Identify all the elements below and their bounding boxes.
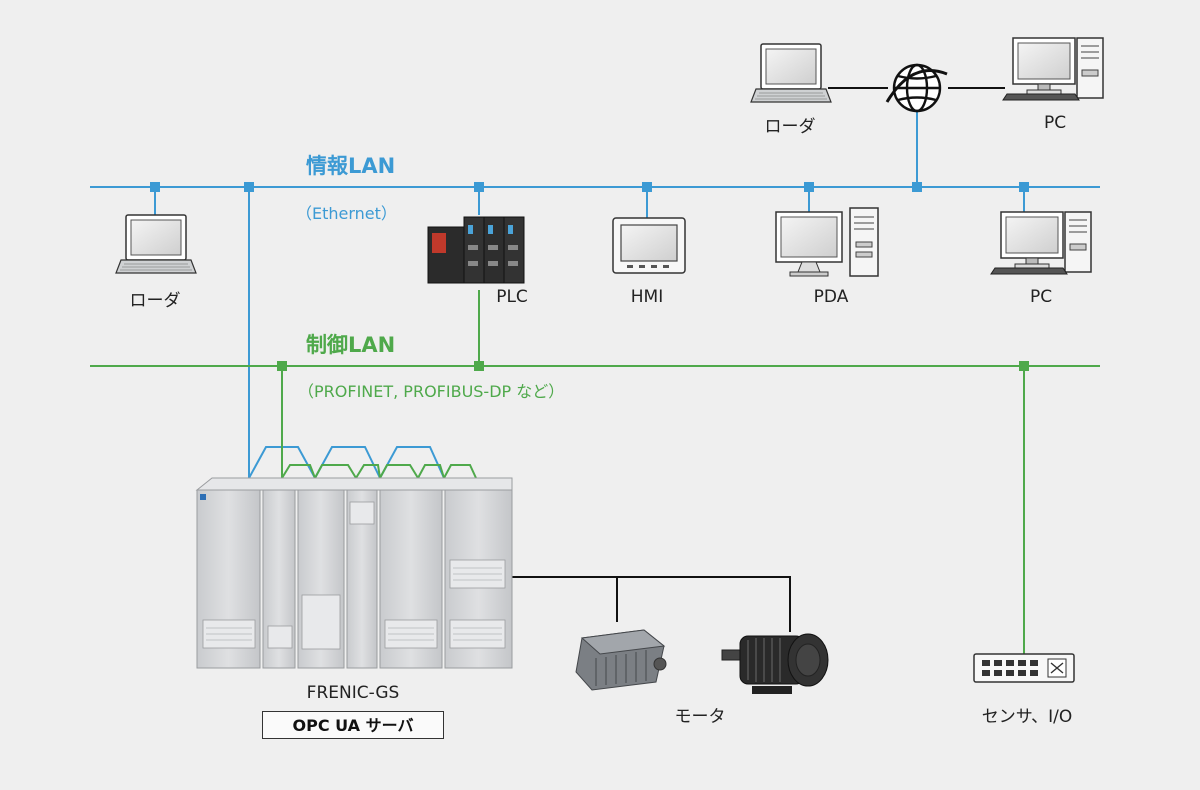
control-lan-subtitle: （PROFINET, PROFIBUS-DP など） bbox=[298, 382, 565, 401]
info-lan-subtitle: （Ethernet） bbox=[296, 204, 397, 223]
inverter-cabinet-icon bbox=[195, 477, 513, 669]
remote-pc-label: PC bbox=[1043, 113, 1067, 133]
desktop-pc-icon bbox=[990, 211, 1092, 275]
pda-desktop-icon bbox=[775, 207, 879, 277]
control-lan-nodes bbox=[277, 361, 1029, 371]
hmi-label: HMI bbox=[630, 287, 664, 307]
plc-label: PLC bbox=[496, 287, 528, 307]
desktop-pc-icon bbox=[1002, 37, 1104, 101]
laptop-icon bbox=[750, 43, 832, 103]
opc-ua-server-box: OPC UA サーバ bbox=[262, 711, 444, 739]
control-lan-title: 制御LAN bbox=[306, 333, 396, 357]
sensor-label: センサ、I/O bbox=[981, 707, 1073, 727]
pc-label: PC bbox=[1029, 287, 1053, 307]
network-switch-icon bbox=[973, 653, 1075, 683]
pda-label: PDA bbox=[813, 287, 849, 307]
inverter-label: FRENIC-GS bbox=[306, 683, 400, 703]
remote-loader-label: ローダ bbox=[764, 117, 816, 137]
motor-icon bbox=[721, 633, 829, 694]
globe-icon bbox=[885, 63, 948, 113]
hmi-icon bbox=[612, 217, 686, 274]
motor-icon bbox=[575, 629, 667, 691]
laptop-icon bbox=[115, 214, 197, 274]
plc-icon bbox=[427, 216, 525, 284]
info-lan-title: 情報LAN bbox=[306, 154, 396, 178]
control-lan bbox=[90, 290, 1100, 654]
info-lan-nodes bbox=[150, 182, 1029, 192]
motor-label: モータ bbox=[674, 707, 726, 727]
info-lan bbox=[90, 110, 1100, 479]
loader-label: ローダ bbox=[129, 291, 181, 311]
motor-power-lines bbox=[510, 576, 791, 632]
